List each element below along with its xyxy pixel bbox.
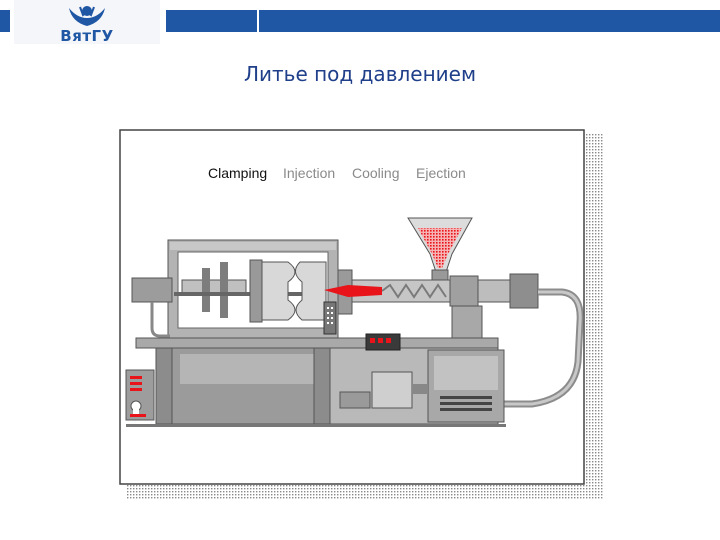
step-cooling: Cooling bbox=[352, 165, 399, 181]
pump-icon bbox=[371, 371, 413, 409]
hydraulic-cylinder bbox=[509, 273, 539, 309]
step-ejection: Ejection bbox=[416, 165, 466, 181]
slide-title: Литье под давлением bbox=[243, 62, 477, 86]
clamping-unit bbox=[131, 239, 339, 339]
screw-icon bbox=[381, 283, 447, 299]
header-bar-divider bbox=[257, 10, 259, 32]
step-injection: Injection bbox=[283, 165, 335, 181]
floor-line bbox=[126, 424, 506, 427]
control-panel-icon bbox=[323, 301, 337, 335]
motor-icon bbox=[339, 349, 505, 423]
logo-emblem-icon bbox=[69, 6, 105, 26]
logo-text: ВятГУ bbox=[60, 27, 114, 45]
mold-left-icon bbox=[261, 261, 296, 321]
university-logo: ВятГУ bbox=[14, 0, 160, 45]
injection-unit bbox=[324, 217, 539, 339]
mold-right-icon bbox=[295, 261, 327, 321]
injection-molding-diagram: Clamping Injection Cooling Ejection bbox=[119, 129, 604, 499]
step-clamping: Clamping bbox=[208, 165, 267, 181]
melt-flow bbox=[324, 285, 382, 297]
electrical-cabinet bbox=[125, 369, 155, 421]
header-bar bbox=[166, 10, 720, 32]
moving-platen bbox=[249, 259, 263, 323]
temperature-controller bbox=[365, 333, 401, 351]
clamp-cylinder bbox=[131, 277, 173, 303]
process-steps: Clamping Injection Cooling Ejection bbox=[208, 165, 466, 181]
header-bar-left bbox=[0, 10, 10, 32]
